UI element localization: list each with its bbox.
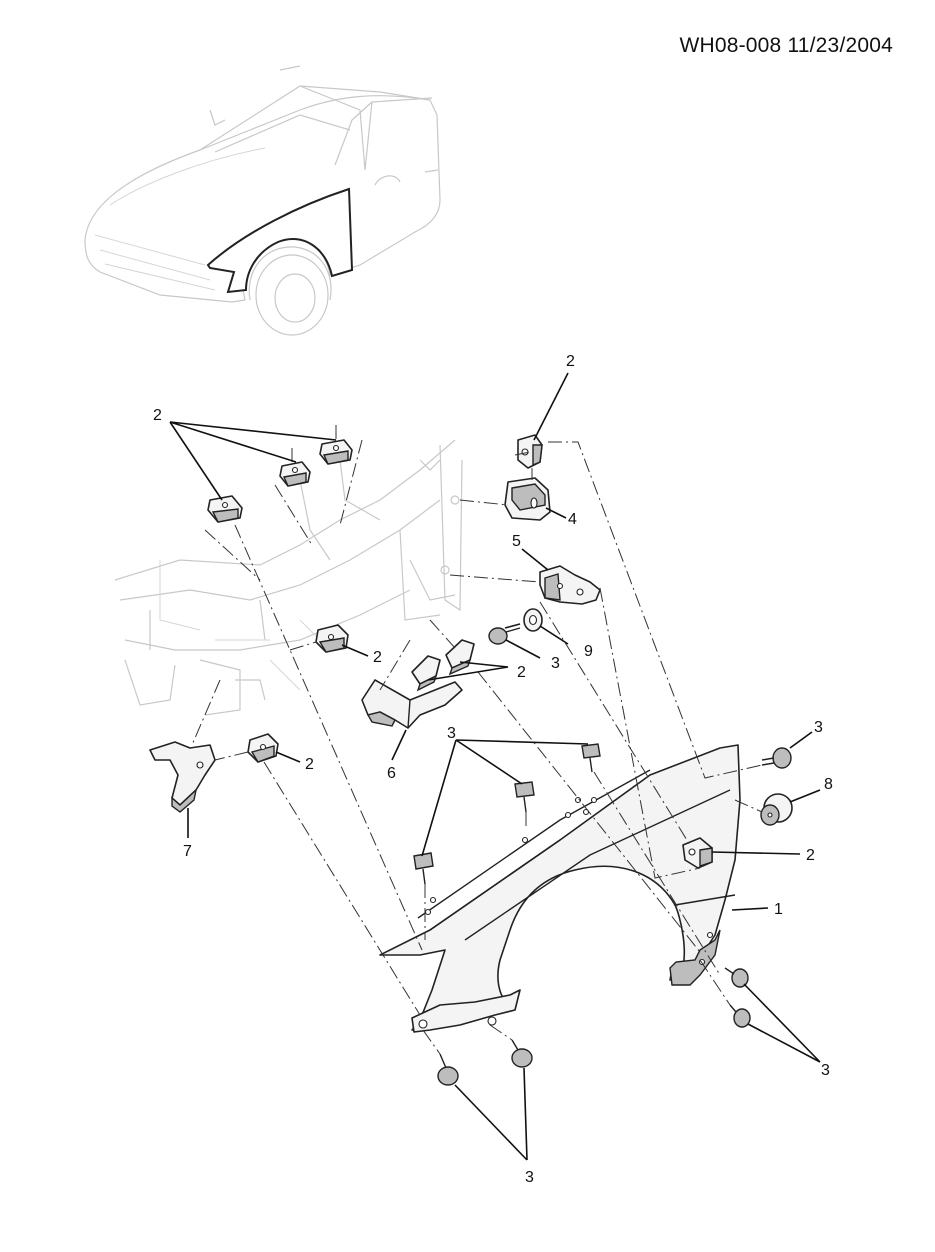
clip-nut-lower-left[interactable]: [247, 733, 279, 763]
clip-nut-mid[interactable]: [315, 624, 349, 653]
callout-7: 7: [183, 843, 192, 860]
bolt-bottom-2[interactable]: [511, 1039, 533, 1068]
bolt-top-1[interactable]: [581, 743, 601, 773]
guide-clip-right[interactable]: [445, 639, 475, 676]
callout-1: 1: [774, 901, 783, 918]
bracket-5[interactable]: [539, 565, 601, 605]
callout-3-top-bolts: 3: [447, 725, 456, 742]
callout-9: 9: [584, 643, 593, 660]
bracket-7[interactable]: [149, 741, 216, 813]
support-bracket-6[interactable]: [361, 679, 463, 729]
callout-3-right: 3: [814, 719, 823, 736]
front-fender-panel[interactable]: [379, 744, 741, 1033]
body-structure-ghost: [114, 439, 463, 716]
alignment-lines: [191, 425, 763, 1055]
clip-nut-topleft-3[interactable]: [319, 439, 353, 465]
bracket-plate-4[interactable]: [504, 477, 551, 521]
callout-2-mid: 2: [373, 649, 382, 666]
callout-labels: 2 2 4 5 2 3 9 2 6 2 7 3 3 8 2 1 3 3: [153, 353, 833, 1186]
washer-9[interactable]: [523, 608, 543, 632]
clip-nut-upper[interactable]: [517, 434, 543, 469]
callout-8: 8: [824, 776, 833, 793]
callout-5: 5: [512, 533, 521, 550]
bolt-top-3[interactable]: [413, 852, 434, 885]
bolt-top-2[interactable]: [514, 781, 535, 813]
callout-3-lower-right: 3: [821, 1062, 830, 1079]
vehicle-locator-illustration: [84, 65, 441, 336]
grommet-8[interactable]: [760, 793, 793, 826]
callout-6: 6: [387, 765, 396, 782]
callout-4: 4: [568, 511, 577, 528]
callout-3-bottom: 3: [525, 1169, 534, 1186]
clip-nut-right[interactable]: [682, 837, 713, 869]
callout-2-guides: 2: [517, 664, 526, 681]
guide-clip-left[interactable]: [411, 655, 441, 692]
bolt-lower-right-2[interactable]: [729, 1004, 751, 1028]
bolt-mid[interactable]: [488, 623, 521, 645]
diagram-code: WH08-008 11/23/2004: [679, 34, 893, 57]
callout-2-left: 2: [153, 407, 162, 424]
callout-2-right: 2: [806, 847, 815, 864]
bolt-right[interactable]: [761, 747, 792, 769]
callout-2-bracket7: 2: [305, 756, 314, 773]
bolt-lower-right-1[interactable]: [724, 967, 749, 988]
leader-lines: [169, 372, 821, 1161]
callout-3-mid: 3: [551, 655, 560, 672]
clip-nut-topleft-2[interactable]: [279, 461, 311, 487]
bolt-bottom-1[interactable]: [437, 1053, 459, 1086]
callout-2-top: 2: [566, 353, 575, 370]
clip-nut-topleft-1[interactable]: [207, 495, 243, 523]
